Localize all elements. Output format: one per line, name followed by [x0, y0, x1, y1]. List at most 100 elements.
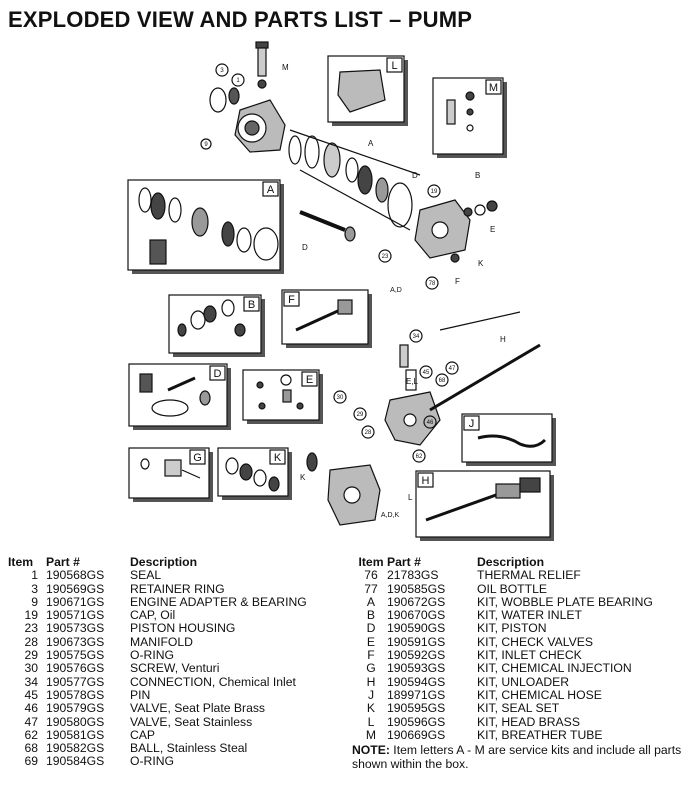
service-kit-note: NOTE: Item letters A - M are service kit…: [352, 743, 682, 771]
box-label-F: F: [288, 294, 295, 306]
callout-78: 78: [429, 281, 436, 287]
part-description: KIT, WOBBLE PLATE BEARING: [477, 594, 653, 609]
callout-34: 34: [413, 334, 420, 340]
table-row: 45 190578GS PIN: [8, 687, 340, 702]
letter-callout-L: L: [408, 493, 413, 502]
box-label-L: L: [391, 60, 397, 72]
item-number: 69: [24, 754, 38, 769]
item-number: F: [367, 648, 375, 663]
letter-callout-E: E: [490, 225, 495, 234]
part-description: ENGINE ADAPTER & BEARING: [130, 594, 307, 609]
parts-header-left: Item Part # Description: [8, 555, 340, 569]
item-number: B: [366, 608, 376, 623]
callout-19: 19: [431, 189, 438, 195]
callout-68: 68: [439, 378, 446, 384]
part-number: 190670GS: [387, 608, 446, 623]
part-description: THERMAL RELIEF: [477, 568, 581, 583]
letter-callout-E-L: E,L: [406, 377, 419, 386]
item-number: 62: [24, 727, 38, 742]
part-description: KIT, BREATHER TUBE: [477, 727, 603, 742]
exploded-view-diagram: A L M B F D E J G K H 3 1 9 19 23 78 34 …: [127, 41, 556, 541]
part-number: 190596GS: [387, 714, 446, 729]
letter-callout-F: F: [455, 277, 460, 286]
part-number: 190580GS: [46, 714, 105, 729]
item-number: 34: [24, 674, 38, 689]
item-number: 45: [24, 687, 38, 702]
parts-header-right: Item Part # Description: [355, 555, 687, 569]
part-number: 190593GS: [387, 661, 446, 676]
part-description: KIT, SEAL SET: [477, 701, 560, 716]
part-description: BALL, Stainless Steal: [130, 741, 248, 756]
callout-28: 28: [365, 430, 372, 436]
item-number: L: [367, 714, 375, 729]
item-number: 1: [31, 568, 38, 583]
header-description: Description: [477, 555, 545, 569]
table-row: 68 190582GS BALL, Stainless Steal: [8, 741, 340, 756]
part-number: 190578GS: [46, 687, 105, 702]
part-number: 190590GS: [387, 621, 446, 636]
part-description: CAP: [130, 727, 156, 742]
box-label-J: J: [469, 418, 475, 430]
part-number: 190582GS: [46, 741, 105, 756]
item-number: G: [366, 661, 376, 676]
part-description: KIT, UNLOADER: [477, 674, 570, 689]
letter-callout-K-lower: K: [300, 473, 306, 482]
box-label-E: E: [306, 374, 313, 386]
callout-45: 45: [423, 370, 430, 376]
note-text: Item letters A - M are service kits and …: [352, 743, 682, 771]
part-description: KIT, CHECK VALVES: [477, 634, 594, 649]
part-description: KIT, INLET CHECK: [477, 648, 582, 663]
part-description: CONNECTION, Chemical Inlet: [130, 674, 296, 689]
letter-callout-A: A: [368, 139, 374, 148]
header-description: Description: [130, 555, 198, 569]
part-description: KIT, HEAD BRASS: [477, 714, 580, 729]
part-number: 190594GS: [387, 674, 446, 689]
part-number: 21783GS: [387, 568, 439, 583]
part-description: VALVE, Seat Stainless: [130, 714, 253, 729]
item-number: 68: [24, 741, 38, 756]
part-description: MANIFOLD: [130, 634, 193, 649]
letter-callout-D-lower: D: [302, 243, 308, 252]
item-number: 77: [364, 581, 378, 596]
callout-47: 47: [449, 366, 456, 372]
part-description: KIT, CHEMICAL INJECTION: [477, 661, 632, 676]
item-number: M: [365, 727, 377, 742]
part-number: 190595GS: [387, 701, 446, 716]
callout-3: 3: [220, 68, 224, 74]
callout-9: 9: [204, 142, 208, 148]
item-number: 28: [24, 634, 38, 649]
callout-1: 1: [236, 78, 240, 84]
box-label-D: D: [214, 368, 222, 380]
part-number: 190569GS: [46, 581, 105, 596]
box-label-K: K: [274, 452, 282, 464]
item-number: J: [367, 687, 375, 702]
part-number: 190673GS: [46, 634, 105, 649]
callout-30: 30: [337, 395, 344, 401]
part-number: 190591GS: [387, 634, 446, 649]
table-row: 28 190673GS MANIFOLD: [8, 634, 340, 649]
letter-callout-K: K: [478, 259, 484, 268]
part-number: 190671GS: [46, 594, 105, 609]
part-number: 190669GS: [387, 727, 446, 742]
header-part: Part #: [46, 555, 80, 569]
part-description: PIN: [130, 687, 151, 702]
box-label-M: M: [489, 82, 498, 94]
letter-callout-H: H: [500, 335, 506, 344]
item-number: A: [366, 594, 376, 609]
